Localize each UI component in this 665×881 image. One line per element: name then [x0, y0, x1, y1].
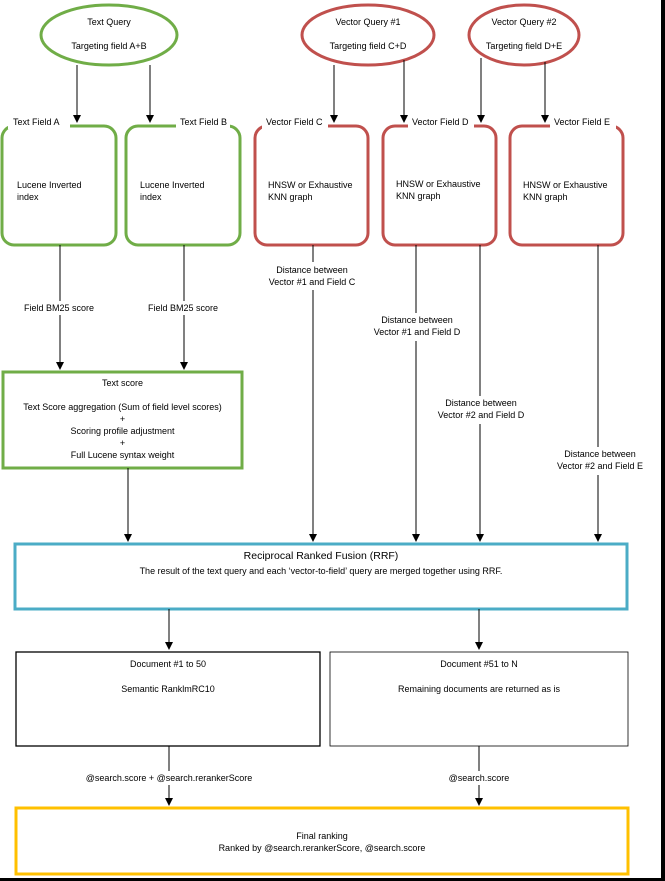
final-body: Ranked by @search.rerankerScore, @search…: [218, 843, 426, 853]
distance-1c-line-2: Vector #1 and Field C: [268, 277, 356, 287]
field-b-text-1: Lucene Inverted: [140, 180, 205, 190]
field-d-label: Vector Field D: [412, 117, 469, 127]
right-edge-border: [661, 0, 665, 881]
docs-rest-body: Remaining documents are returned as is: [397, 684, 561, 694]
text-query-title: Text Query: [87, 17, 131, 27]
field-a-label: Text Field A: [13, 117, 60, 127]
final-box: [14, 806, 630, 876]
text-query-subtitle: Targeting field A+B: [71, 41, 147, 51]
field-d-text-1: HNSW or Exhaustive: [396, 179, 481, 189]
text-score-line-2: Scoring profile adjustment: [70, 426, 175, 436]
text-score-line-1: Text Score aggregation (Sum of field lev…: [23, 402, 222, 412]
field-a-text-2: index: [17, 192, 39, 202]
distance-2d-line-1: Distance between: [445, 398, 517, 408]
distance-2e-line-2: Vector #2 and Field E: [556, 461, 644, 471]
vector-query-1-title: Vector Query #1: [335, 17, 401, 27]
score-top-label: @search.score + @search.rerankerScore: [85, 773, 253, 783]
field-a-text-1: Lucene Inverted: [17, 180, 82, 190]
final-title: Final ranking: [296, 831, 348, 841]
docs-top-title: Document #1 to 50: [129, 659, 207, 669]
distance-1d-line-2: Vector #1 and Field D: [373, 327, 461, 337]
vector-query-1-ellipse: [300, 3, 436, 67]
text-score-plus-1: +: [119, 414, 126, 424]
bm25-b-label: Field BM25 score: [147, 303, 219, 313]
docs-rest-title: Document #51 to N: [440, 659, 518, 669]
field-e-text-2: KNN graph: [523, 192, 568, 202]
distance-1d-line-1: Distance between: [381, 315, 453, 325]
field-b-label: Text Field B: [180, 117, 228, 127]
text-score-title: Text score: [101, 378, 143, 388]
field-c-text-2: KNN graph: [268, 192, 313, 202]
score-rest-label: @search.score: [448, 773, 510, 783]
distance-1c-line-1: Distance between: [276, 265, 348, 275]
text-score-box: [1, 370, 244, 470]
rrf-box: [13, 542, 629, 611]
field-c-text-1: HNSW or Exhaustive: [268, 180, 353, 190]
text-score-line-3: Full Lucene syntax weight: [70, 450, 175, 460]
text-score-plus-2: +: [119, 438, 126, 448]
bm25-a-label: Field BM25 score: [23, 303, 95, 313]
vector-query-2-ellipse: [467, 3, 581, 67]
docs-top-box: [15, 651, 321, 747]
arrows: [56, 58, 602, 806]
vector-query-1-subtitle: Targeting field C+D: [329, 41, 407, 51]
field-e-label: Vector Field E: [554, 117, 611, 127]
field-d-text-2: KNN graph: [396, 191, 441, 201]
rrf-title: Reciprocal Ranked Fusion (RRF): [243, 550, 399, 562]
vector-query-2-subtitle: Targeting field D+E: [485, 41, 563, 51]
field-e-text-1: HNSW or Exhaustive: [523, 180, 608, 190]
field-b-text-2: index: [140, 192, 162, 202]
field-c-label: Vector Field C: [266, 117, 323, 127]
vector-query-2-title: Vector Query #2: [491, 17, 557, 27]
distance-2e-line-1: Distance between: [564, 449, 636, 459]
rrf-description: The result of the text query and each ‘v…: [139, 566, 503, 576]
text-query-ellipse: [39, 3, 179, 67]
docs-top-body: Semantic RanklmRC10: [121, 684, 215, 694]
distance-2d-line-2: Vector #2 and Field D: [437, 410, 525, 420]
bottom-edge-border: [0, 878, 665, 881]
